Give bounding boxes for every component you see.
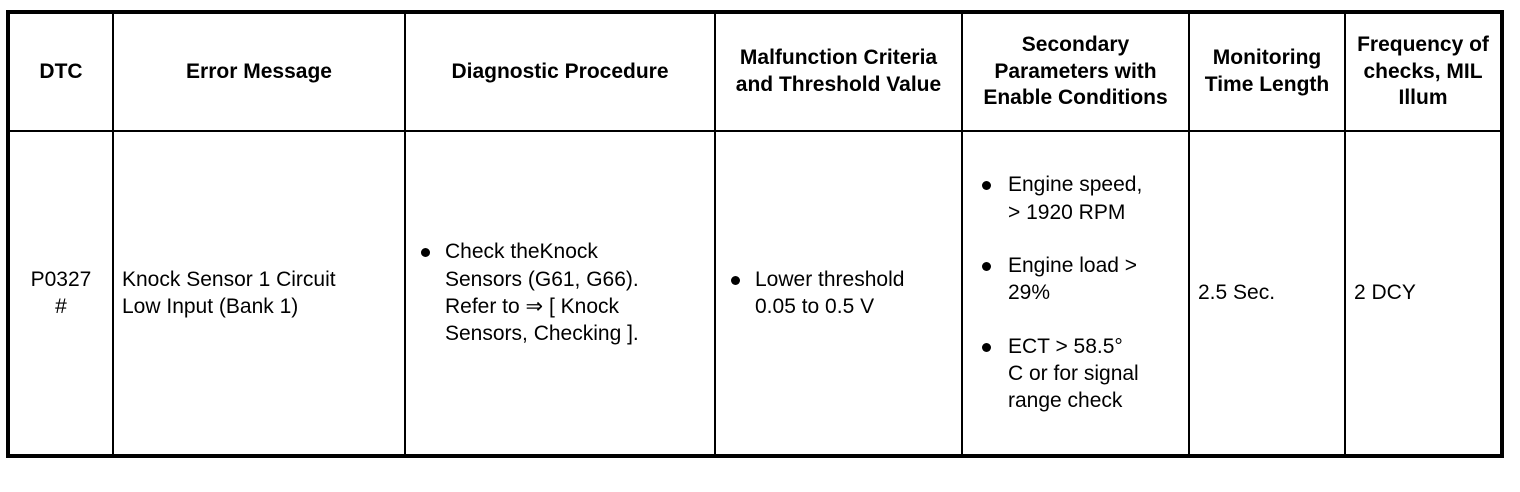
column-header-malfunction-criteria: Malfunction Criteria and Threshold Value — [714, 11, 963, 132]
cell-monitoring-time-length: 2.5 Sec. — [1188, 130, 1346, 457]
table-header-row: DTC Error Message Diagnostic Procedure M… — [7, 11, 1503, 132]
list-item-line: ECT > 58.5° — [1008, 334, 1123, 358]
diagnostic-procedure-list: Check theKnock Sensors (G61, G66). Refer… — [414, 238, 706, 347]
bullet-icon — [982, 181, 991, 191]
error-message-line-1: Knock Sensor 1 Circuit — [122, 267, 336, 291]
list-item-line: Engine load > — [1008, 254, 1138, 278]
cell-secondary-parameters: Engine speed, > 1920 RPM Engine load > 2… — [961, 130, 1190, 457]
secondary-parameters-list: Engine speed, > 1920 RPM Engine load > 2… — [971, 171, 1180, 414]
dtc-diagnostic-table: DTC Error Message Diagnostic Procedure M… — [6, 10, 1504, 458]
list-item-line: Lower threshold — [755, 267, 905, 291]
table-header: DTC Error Message Diagnostic Procedure M… — [7, 11, 1503, 132]
list-item-line: C or for signal — [1008, 361, 1139, 385]
list-item: Engine speed, > 1920 RPM — [975, 171, 1180, 226]
column-header-diagnostic-procedure: Diagnostic Procedure — [404, 11, 716, 132]
column-header-error-message: Error Message — [112, 11, 406, 132]
column-header-dtc: DTC — [7, 11, 114, 132]
column-header-secondary-parameters: Secondary Parameters with Enable Conditi… — [961, 11, 1190, 132]
list-item: Check theKnock Sensors (G61, G66). Refer… — [414, 238, 706, 347]
cell-error-message: Knock Sensor 1 Circuit Low Input (Bank 1… — [112, 130, 406, 457]
list-item-line: 0.05 to 0.5 V — [755, 295, 875, 318]
list-item-line: range check — [1008, 389, 1123, 413]
cell-malfunction-criteria: Lower threshold 0.05 to 0.5 V — [714, 130, 963, 457]
list-item-line: Sensors, Checking ]. — [445, 322, 639, 346]
cell-frequency-of-checks: 2 DCY — [1344, 130, 1503, 457]
cell-dtc: P0327 # — [7, 130, 114, 457]
dtc-code: P0327 — [30, 267, 92, 291]
malfunction-criteria-list: Lower threshold 0.05 to 0.5 V — [724, 266, 953, 321]
list-item-line: Check theKnock — [445, 240, 598, 264]
bullet-icon — [421, 248, 430, 258]
bullet-icon — [982, 342, 991, 352]
table-row: P0327 # Knock Sensor 1 Circuit Low Input… — [7, 130, 1503, 457]
list-item-line: Sensors (G61, G66). — [445, 267, 639, 291]
cell-diagnostic-procedure: Check theKnock Sensors (G61, G66). Refer… — [404, 130, 716, 457]
bullet-icon — [982, 262, 991, 272]
list-item-line: > 1920 RPM — [1008, 200, 1126, 224]
column-header-frequency-of-checks: Frequency of checks, MIL Illum — [1344, 11, 1503, 132]
list-item-line: Engine speed, — [1008, 173, 1143, 197]
table-body: P0327 # Knock Sensor 1 Circuit Low Input… — [7, 130, 1503, 457]
column-header-monitoring-time-length: Monitoring Time Length — [1188, 11, 1346, 132]
dtc-suffix: # — [55, 295, 67, 318]
list-item: Lower threshold 0.05 to 0.5 V — [724, 266, 953, 321]
list-item-line: 29% — [1008, 281, 1051, 305]
list-item-line: Refer to ⇒ [ Knock — [445, 295, 619, 318]
error-message-line-2: Low Input (Bank 1) — [122, 295, 299, 318]
bullet-icon — [731, 275, 740, 285]
list-item: Engine load > 29% — [975, 252, 1180, 307]
list-item: ECT > 58.5° C or for signal range check — [975, 333, 1180, 415]
